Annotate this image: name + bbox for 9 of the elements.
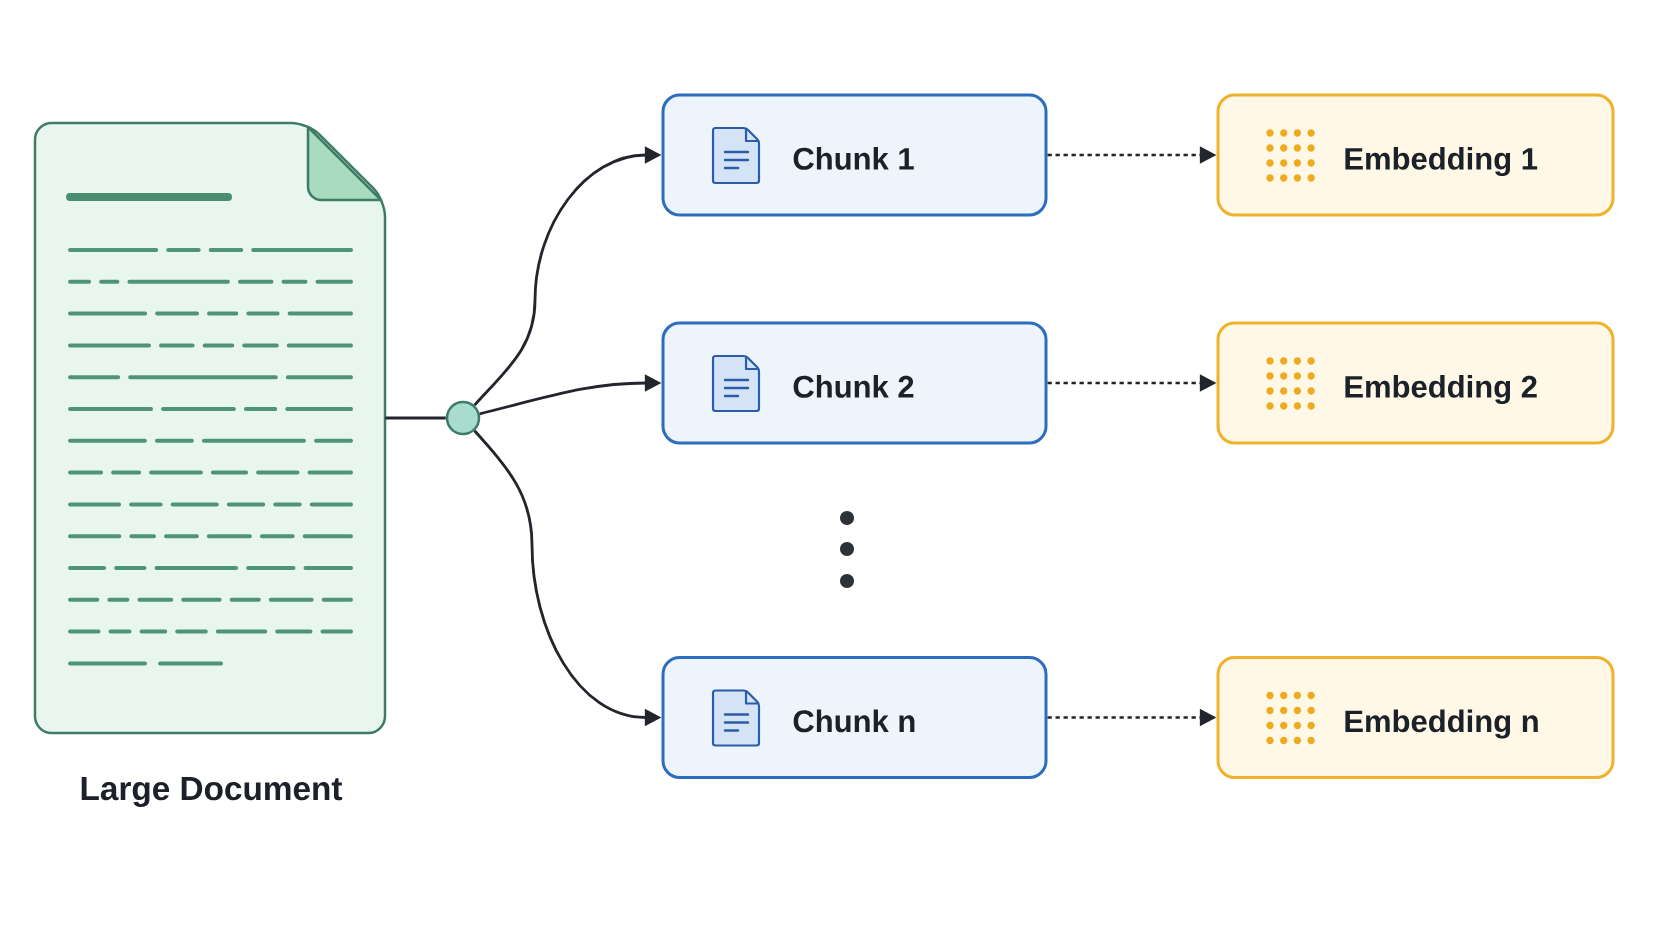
embedding-box: Embedding 2: [1216, 321, 1615, 445]
chunk-box: Chunk 1: [661, 93, 1048, 217]
embedding-box: Embedding 1: [1216, 93, 1615, 217]
embedding-box: Embedding n: [1216, 656, 1615, 779]
chunk-box: Chunk n: [661, 656, 1048, 779]
connector-line: [385, 416, 446, 420]
chunk-box: Chunk 2: [661, 321, 1048, 445]
junction-dot: [445, 400, 481, 436]
document-title: Large Document: [81, 777, 343, 808]
